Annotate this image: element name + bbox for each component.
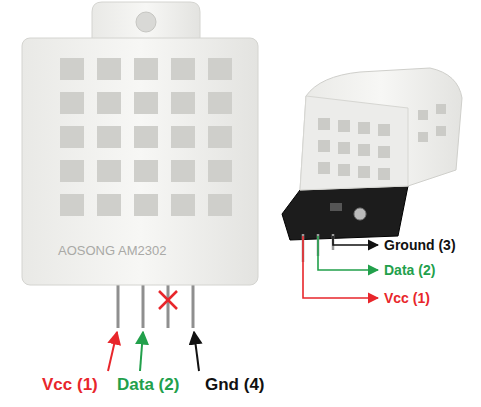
pin-label: Gnd (4)	[205, 375, 265, 395]
data-wire	[318, 236, 378, 270]
pin-label: Vcc (1)	[384, 290, 430, 306]
pin-label: Ground (3)	[384, 237, 456, 253]
sensor-print: AOSONG AM2302	[58, 243, 166, 258]
pin-label: Vcc (1)	[42, 375, 98, 395]
data-arrow	[140, 332, 143, 371]
sensor-body	[22, 2, 258, 285]
sensor-pins	[118, 280, 193, 328]
pin-label: Data (2)	[117, 375, 179, 395]
vcc-arrow	[108, 332, 117, 371]
pin-label: Data (2)	[384, 262, 435, 278]
unused-pin-cross	[159, 291, 177, 309]
ground-wire	[333, 236, 378, 245]
sensor-module	[282, 68, 462, 262]
gnd-arrow	[194, 332, 199, 371]
vcc-wire	[303, 236, 378, 298]
